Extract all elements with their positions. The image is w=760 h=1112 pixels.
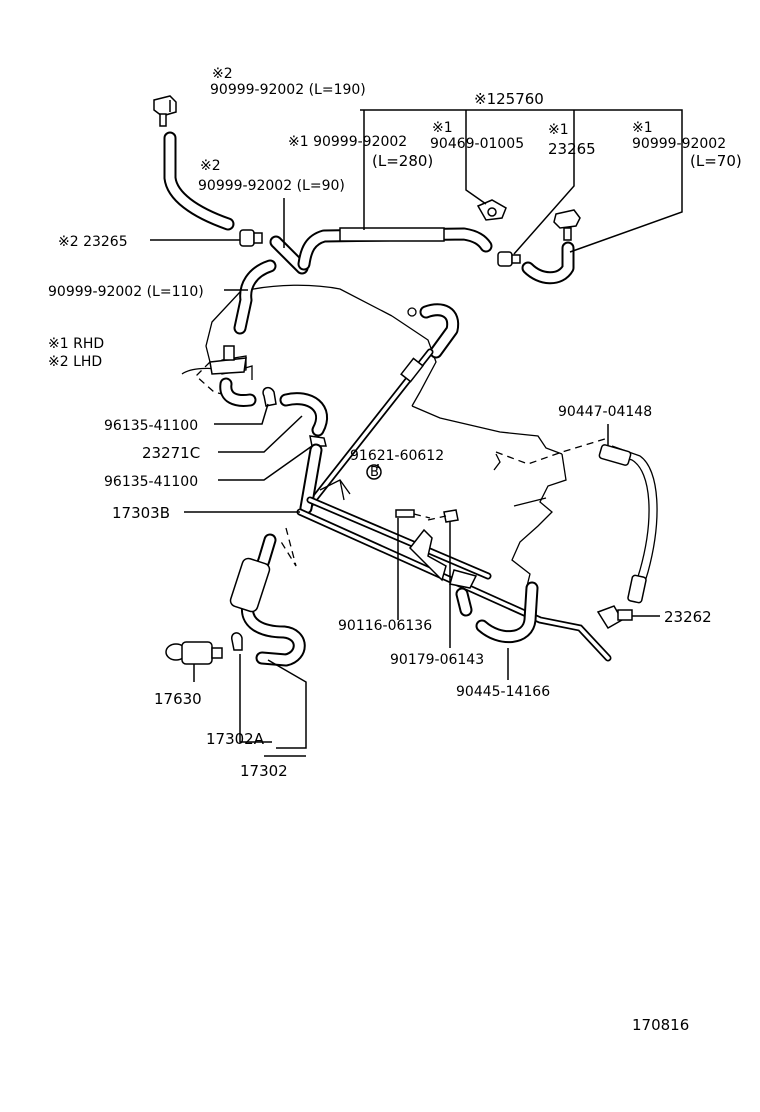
label-hose-l280-a: ※1 90999-92002 <box>288 134 407 150</box>
clamp-96135-b[interactable] <box>309 435 327 447</box>
bracket <box>409 528 478 589</box>
hose-l110[interactable] <box>233 259 277 335</box>
hose-23271c[interactable] <box>279 392 329 437</box>
label-clamp-96135-b: 96135-41100 <box>104 474 198 490</box>
label-hose-l190: 90999-92002 (L=190) <box>210 82 366 98</box>
valve-17630[interactable] <box>165 641 223 665</box>
valve-23265-left[interactable] <box>239 229 263 247</box>
vacuum-connector-top-left[interactable] <box>153 95 177 127</box>
hose-clamp-lower <box>231 632 243 651</box>
label-hose-17302a: 17302A <box>206 730 265 748</box>
hose-90447[interactable] <box>598 444 658 604</box>
clamp-96135-a[interactable] <box>262 386 277 407</box>
pipe-17303b[interactable] <box>279 479 612 662</box>
label-note1-c: ※1 <box>632 120 653 136</box>
label-note1-b: ※1 <box>548 122 569 138</box>
label-figure-no: 170816 <box>632 1016 689 1034</box>
vacuum-valve-rhd <box>209 345 247 375</box>
label-note2-mid: ※2 <box>200 158 221 174</box>
leader-lines <box>150 100 683 757</box>
label-kit-125760: ※125760 <box>474 90 544 108</box>
label-note1-a: ※1 <box>432 120 453 136</box>
label-valve-23265-top: 23265 <box>548 140 596 158</box>
clip-90469[interactable] <box>476 199 507 221</box>
label-note2-top: ※2 <box>212 66 233 82</box>
hose-17302a[interactable] <box>229 533 306 667</box>
label-rhd: ※1 RHD <box>48 336 104 352</box>
label-lhd: ※2 LHD <box>48 354 102 370</box>
label-hose-l70-a: 90999-92002 <box>632 136 726 152</box>
label-hose-l280-b: (L=280) <box>372 152 433 170</box>
label-hose-90445: 90445-14166 <box>456 684 550 700</box>
hose-small-bend-left <box>219 377 257 407</box>
long-pipe-upper <box>300 348 434 516</box>
label-nut-91621: 91621-60612 <box>350 448 444 464</box>
label-clamp-96135-a: 96135-41100 <box>104 418 198 434</box>
label-hose-l90: 90999-92002 (L=90) <box>198 178 345 194</box>
label-assy-17302: 17302 <box>240 762 288 780</box>
label-hose-90447: 90447-04148 <box>558 404 652 420</box>
hose-upper-right-bend <box>407 303 460 359</box>
label-pipe-17303b: 17303B <box>112 504 170 522</box>
engine-outline <box>181 284 609 591</box>
label-valve-17630: 17630 <box>154 690 202 708</box>
label-hose-23271c: 23271C <box>142 444 200 462</box>
valve-23262[interactable] <box>596 605 633 630</box>
svg-text:B: B <box>370 465 379 480</box>
nut-91621[interactable]: B <box>366 464 382 480</box>
hose-l70[interactable] <box>521 241 575 285</box>
label-hose-l70-b: (L=70) <box>690 152 742 170</box>
hose-l280[interactable] <box>297 227 493 271</box>
vacuum-connector-top-right[interactable] <box>553 209 581 241</box>
label-clip-90469: 90469-01005 <box>430 136 524 152</box>
label-valve-23265-left: ※2 23265 <box>58 234 128 250</box>
bolt-90116[interactable] <box>395 509 431 519</box>
labels: ※2 90999-92002 (L=190) ※125760 ※1 90999-… <box>48 66 742 1034</box>
valve-23265-top[interactable] <box>497 251 521 267</box>
collar-90179[interactable] <box>427 509 459 523</box>
hose-90445[interactable] <box>455 581 539 644</box>
label-collar-90179: 90179-06143 <box>390 652 484 668</box>
label-valve-23262: 23262 <box>664 608 712 626</box>
label-hose-l110: 90999-92002 (L=110) <box>48 284 204 300</box>
label-bolt-90116: 90116-06136 <box>338 618 432 634</box>
hose-l190[interactable] <box>163 131 235 231</box>
